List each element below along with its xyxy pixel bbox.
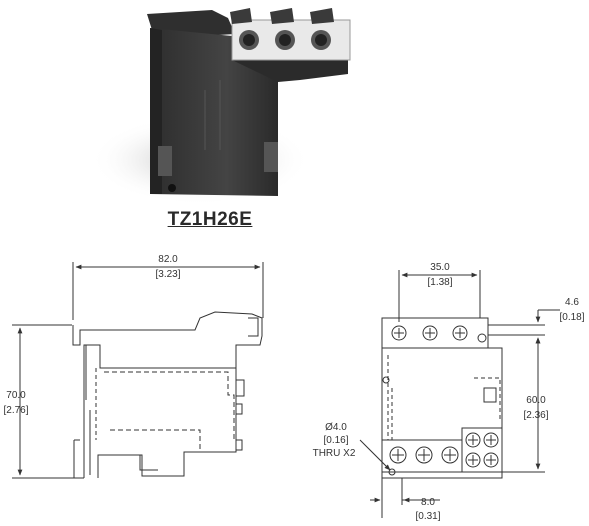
pitch-mm-label: 35.0 [430, 262, 450, 273]
hole-distance-in-label: [2.36] [523, 410, 548, 421]
height-mm-label: 70.0 [6, 390, 26, 401]
terminal-screw [239, 30, 259, 50]
hole-note-label: THRU X2 [313, 448, 356, 459]
pitch-in-label: [1.38] [427, 277, 452, 288]
width-mm-label: 82.0 [158, 254, 178, 265]
width-in-label: [3.23] [155, 269, 180, 280]
side-view-drawing [12, 262, 264, 479]
relay-body [150, 28, 278, 196]
bottom-mm-label: 8.0 [421, 497, 435, 508]
front-view-drawing [359, 270, 560, 518]
terminal-screw [275, 30, 295, 50]
model-title: TZ1H26E [167, 209, 253, 230]
mounting-tab [264, 142, 278, 172]
offset-mm-label: 4.6 [565, 297, 579, 308]
mounting-tab [158, 146, 172, 176]
offset-in-label: [0.18] [559, 312, 584, 323]
product-photo [90, 8, 351, 205]
terminal-screw [311, 30, 331, 50]
hole-diameter-label: Ø4.0 [325, 422, 347, 433]
bottom-in-label: [0.31] [415, 511, 440, 521]
hole-diameter-in-label: [0.16] [323, 435, 348, 446]
hole-distance-mm-label: 60.0 [526, 395, 546, 406]
height-in-label: [2.76] [3, 405, 28, 416]
